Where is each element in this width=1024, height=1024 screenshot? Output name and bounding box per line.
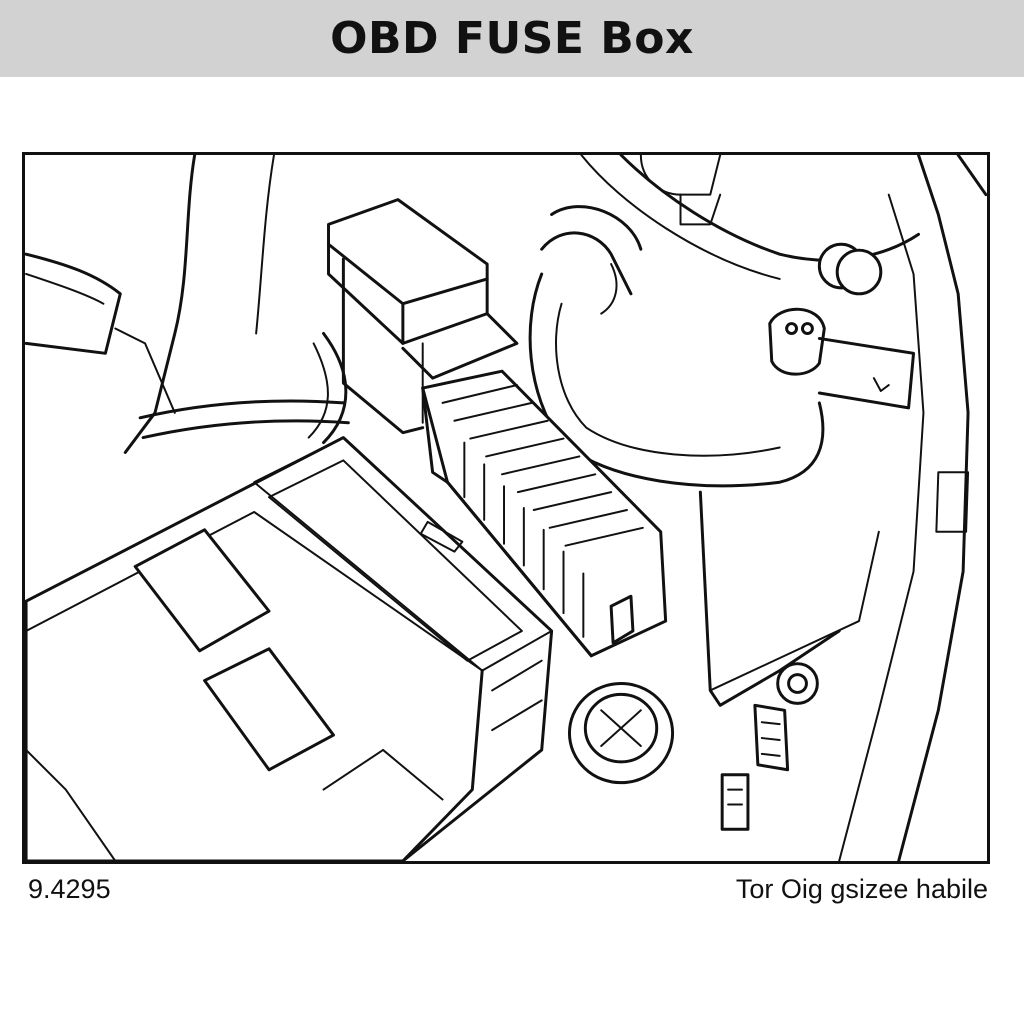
engine-bay-illustration	[25, 155, 987, 861]
fuse-box-icon	[421, 369, 668, 658]
relay-box-icon	[327, 198, 519, 435]
air-duct	[528, 155, 920, 488]
fender-trim	[25, 155, 275, 454]
title-bar: OBD FUSE Box	[0, 0, 1024, 77]
figure-code: 9.4295	[28, 874, 111, 904]
right-body-panel	[698, 155, 987, 861]
page-title: OBD FUSE Box	[330, 13, 694, 64]
round-cap-icon	[567, 682, 675, 785]
intake-hose-icon	[138, 331, 350, 445]
diagram-frame	[22, 152, 990, 864]
figure-note: Tor Oig gsizee habile	[735, 874, 988, 904]
battery-cover-icon	[25, 436, 554, 861]
connector-icon	[720, 662, 819, 831]
